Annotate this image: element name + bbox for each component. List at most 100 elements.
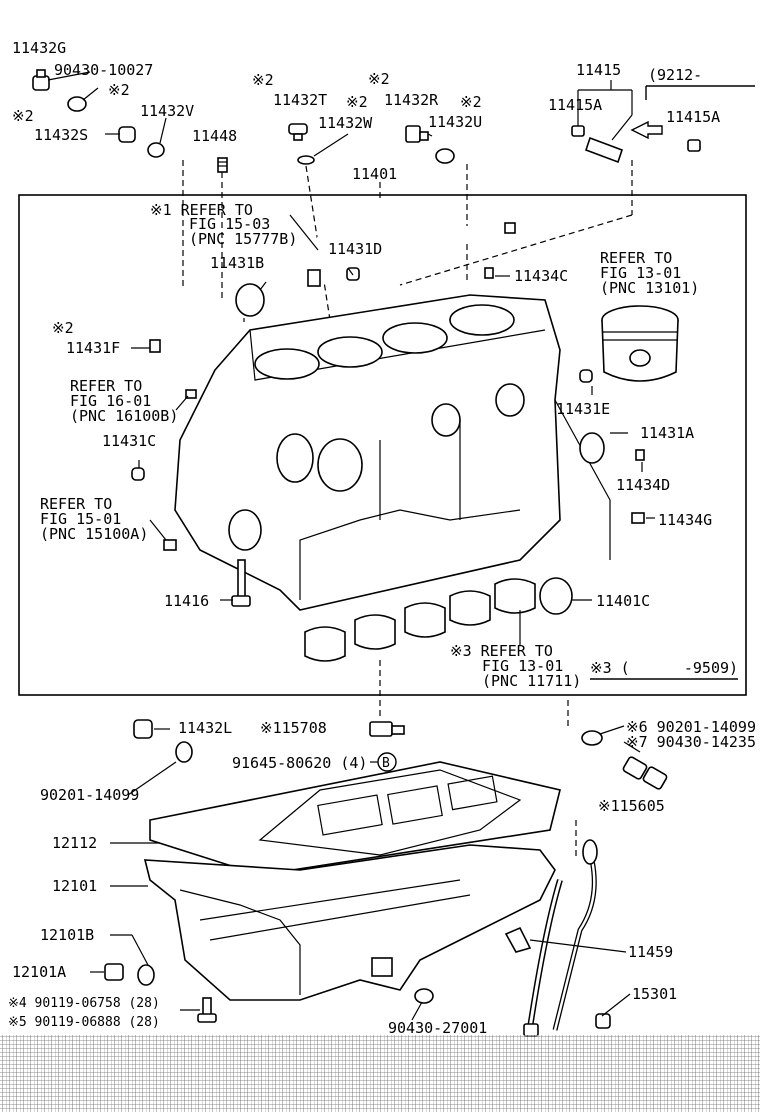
label-note7-90430: ※7 90430-14235 [626,733,756,751]
label-11434G: 11434G [658,511,712,529]
drain-plug-115605-icon [622,756,668,790]
label-note6-90201: ※6 90201-14099 [626,718,756,736]
label-note2-e: ※2 [368,70,390,88]
label-pnc13101: (PNC 13101) [600,279,699,297]
seal-11401C-icon [539,577,573,615]
label-refer-to-16-01: REFER TO [70,377,142,395]
pin-11434G-icon [631,512,645,524]
label-90430-27001: 90430-27001 [388,1019,487,1037]
seal-11431A-icon [579,432,605,464]
plug-11431F-icon [149,339,161,353]
label-11401C: 11401C [596,592,650,610]
plug-11432S-icon [118,126,136,143]
label-11432G: 11432G [12,39,66,57]
label-pnc16100B: (PNC 16100B) [70,407,178,425]
crankshaft-bearings-icon [304,578,536,662]
label-11432W: 11432W [318,114,373,132]
label-12112: 12112 [52,834,97,852]
label-11434C: 11434C [514,267,568,285]
label-note3-refer-to: ※3 REFER TO [450,642,553,660]
washer-11432W-icon [297,155,315,165]
label-note4-90119: ※4 90119-06758 (28) [8,996,160,1011]
label-11431E: 11431E [556,400,610,418]
gasket-90201-14099-icon [175,741,193,763]
drain-plug-12101A-icon [104,963,124,981]
plug-11434C-icon [484,267,494,279]
gasket-90201-14099-b-icon [581,730,603,746]
gasket-90430-27001-icon [414,988,434,1004]
bolt-11416-icon [231,559,251,607]
label-note2-g: ※2 [52,319,74,337]
label-11415A-right: 11415A [666,108,720,126]
label-115605: ※115605 [598,797,665,815]
label-11432L: 11432L [178,719,232,737]
label-fig15-03: FIG 15-03 [189,215,270,233]
label-11448: 11448 [192,127,237,145]
label-note2-a: ※2 [108,81,130,99]
arrow-icon [630,120,663,140]
label-11432S: 11432S [34,126,88,144]
plug-11431E-icon [579,369,593,383]
label-11401: 11401 [352,165,397,183]
label-90201-14099: 90201-14099 [40,786,139,804]
label-note2-f: ※2 [460,93,482,111]
pin-15100A-icon [163,539,177,551]
plug-11432T-icon [288,123,308,141]
label-11416: 11416 [164,592,209,610]
label-note2-d: ※2 [346,93,368,111]
label-fig13-01-a: FIG 13-01 [600,264,681,282]
label-12101A: 12101A [12,963,66,981]
washer-11432U-icon [435,148,455,164]
plug-11431B-icon [235,283,265,317]
label-fig15-01: FIG 15-01 [40,510,121,528]
label-11431A: 11431A [640,424,694,442]
label-fig16-01: FIG 16-01 [70,392,151,410]
pin-11434D-icon [635,449,645,461]
label-pnc15100A: (PNC 15100A) [40,525,148,543]
label-fig13-01-b: FIG 13-01 [482,657,563,675]
label-11432U: 11432U [428,113,482,131]
label-note5-90119: ※5 90119-06888 (28) [8,1015,160,1030]
cylinder-block-frame [18,194,747,696]
label-90430-10027: 90430-10027 [54,61,153,79]
label-note2-b: ※2 [12,107,34,125]
label-note2-c: ※2 [252,71,274,89]
label-11431B: 11431B [210,254,264,272]
label-pnc15777B: (PNC 15777B) [189,230,297,248]
label-9212: (9212- [648,66,702,84]
label-11432V: 11432V [140,102,194,120]
gasket-12101B-icon [137,964,155,986]
label-11459: 11459 [628,943,673,961]
label-115708: ※115708 [260,719,327,737]
label-11431F: 11431F [66,339,120,357]
label-note3-range: ※3 ( -9509) [590,659,738,677]
label-91645-80620: 91645-80620 (4) [232,754,367,772]
label-refer-to-15-01: REFER TO [40,495,112,513]
sensor-115708-icon [369,721,405,737]
label-11415A-left: 11415A [548,96,602,114]
plug-11432G-icon [32,69,50,91]
bolt-11432L-icon [133,719,153,739]
cylinder-block-icon [174,294,611,611]
label-ref-B: B [382,756,390,771]
oil-pan-baffle-12112-icon [149,761,561,876]
label-11434D: 11434D [616,476,670,494]
label-11415: 11415 [576,61,621,79]
plug-11432R-icon [405,125,429,143]
label-12101B: 12101B [40,926,94,944]
pin-16100B-icon [185,389,197,399]
washer-11432V-icon [147,142,165,158]
pin-11448-icon [217,157,228,173]
scan-noise-strip [0,1035,760,1112]
label-15301: 15301 [632,985,677,1003]
label-12101: 12101 [52,877,97,895]
label-11432T: 11432T [273,91,327,109]
label-11431D: 11431D [328,240,382,258]
bolt-90119-icon [197,997,217,1023]
piston-icon [601,305,679,382]
plug-11431C-icon [131,467,145,481]
gasket-90430-10027-icon [67,96,87,112]
label-refer-to-13-01-a: REFER TO [600,249,672,267]
label-11431C: 11431C [102,432,156,450]
